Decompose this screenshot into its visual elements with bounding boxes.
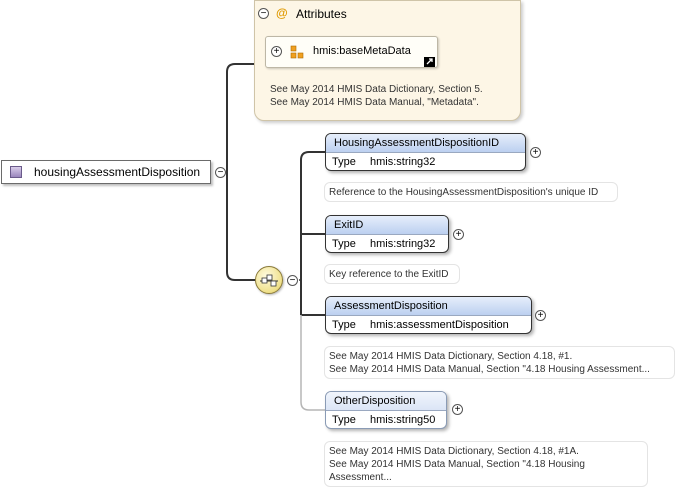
type-label: Type (332, 156, 356, 168)
element-exitid[interactable]: ExitID Type hmis:string32 (325, 215, 449, 253)
attribute-expand-toggle[interactable]: + (271, 46, 282, 57)
element-type-row: Type hmis:string50 (326, 411, 446, 428)
expand-toggle-otherdisposition[interactable]: + (452, 404, 463, 415)
sequence-collapse-toggle[interactable]: − (287, 275, 298, 286)
type-value: hmis:string50 (370, 414, 436, 426)
documentation-assessmentdisposition: See May 2014 HMIS Data Dictionary, Secti… (324, 346, 675, 379)
attributes-documentation: See May 2014 HMIS Data Dictionary, Secti… (270, 84, 483, 108)
attribute-at-icon: @ (276, 6, 288, 20)
element-housingassessmentdispositionid[interactable]: HousingAssessmentDispositionID Type hmis… (325, 133, 526, 171)
type-value: hmis:assessmentDisposition (370, 319, 509, 331)
element-assessmentdisposition[interactable]: AssessmentDisposition Type hmis:assessme… (325, 296, 532, 334)
element-name: HousingAssessmentDispositionID (326, 134, 525, 153)
element-otherdisposition[interactable]: OtherDisposition Type hmis:string50 (325, 391, 447, 429)
type-label: Type (332, 319, 356, 331)
element-type-row: Type hmis:string32 (326, 153, 525, 170)
element-name: ExitID (326, 216, 448, 235)
documentation-housingassessmentdispositionid: Reference to the HousingAssessmentDispos… (324, 182, 618, 202)
attribute-group-icon (290, 45, 304, 59)
root-collapse-toggle[interactable]: − (215, 167, 226, 178)
documentation-exitid: Key reference to the ExitID (324, 264, 460, 284)
type-value: hmis:string32 (370, 238, 436, 250)
type-value: hmis:string32 (370, 156, 436, 168)
attribute-item-basemetadata[interactable] (265, 36, 438, 68)
element-name: AssessmentDisposition (326, 297, 531, 316)
element-type-row: Type hmis:string32 (326, 235, 448, 252)
type-label: Type (332, 414, 356, 426)
root-element-box[interactable]: housingAssessmentDisposition (1, 160, 211, 184)
attributes-title: Attributes (296, 7, 347, 21)
documentation-otherdisposition: See May 2014 HMIS Data Dictionary, Secti… (324, 441, 648, 487)
root-element-label: housingAssessmentDisposition (34, 165, 201, 179)
element-name: OtherDisposition (326, 392, 446, 411)
sequence-icon (260, 274, 278, 287)
type-label: Type (332, 238, 356, 250)
attributes-collapse-toggle[interactable]: − (258, 8, 269, 19)
expand-toggle-exitid[interactable]: + (453, 229, 464, 240)
external-link-icon[interactable] (424, 57, 435, 67)
expand-toggle-assessmentdisposition[interactable]: + (535, 310, 546, 321)
element-icon (10, 166, 22, 178)
attribute-item-label: hmis:baseMetaData (313, 45, 411, 57)
sequence-compositor[interactable] (255, 266, 283, 294)
expand-toggle-housingassessmentdispositionid[interactable]: + (530, 147, 541, 158)
element-type-row: Type hmis:assessmentDisposition (326, 316, 531, 333)
